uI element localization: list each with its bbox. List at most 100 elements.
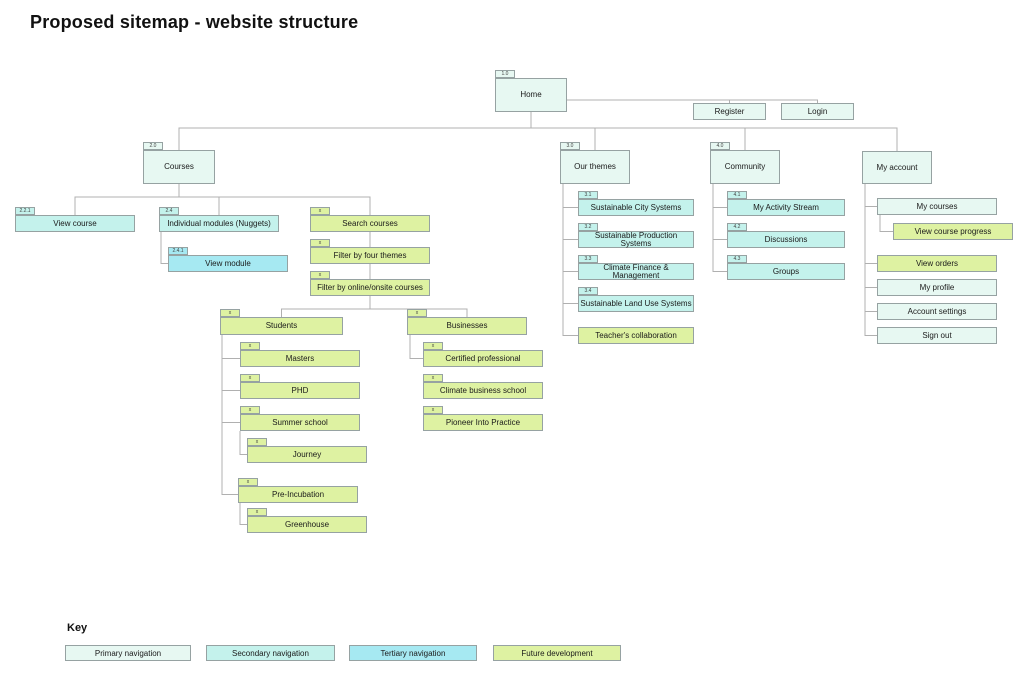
key-item-primary: Primary navigation bbox=[65, 645, 191, 661]
connector bbox=[562, 184, 578, 208]
node-discussions: Discussions bbox=[727, 231, 845, 248]
node-community: Community bbox=[710, 150, 780, 184]
key-item-secondary: Secondary navigation bbox=[206, 645, 335, 661]
node-register: Register bbox=[693, 103, 766, 120]
connector bbox=[221, 335, 240, 391]
node-journey: Journey bbox=[247, 446, 367, 463]
node-phd: PHD bbox=[240, 382, 360, 399]
page-number-tab: 2.0 bbox=[143, 142, 163, 150]
node-view-module: View module bbox=[168, 255, 288, 272]
page-number-tab: 3.1 bbox=[578, 191, 598, 199]
connector bbox=[879, 215, 893, 232]
page-number-tab: x bbox=[247, 508, 267, 516]
node-summer-school: Summer school bbox=[240, 414, 360, 431]
connector bbox=[239, 431, 247, 455]
node-students: Students bbox=[220, 317, 343, 335]
node-sustainable-land: Sustainable Land Use Systems bbox=[578, 295, 694, 312]
node-account-settings: Account settings bbox=[877, 303, 997, 320]
node-certified-professional: Certified professional bbox=[423, 350, 543, 367]
node-my-profile: My profile bbox=[877, 279, 997, 296]
connector bbox=[221, 335, 238, 495]
connector bbox=[864, 184, 877, 312]
node-sign-out: Sign out bbox=[877, 327, 997, 344]
node-view-course: View course bbox=[15, 215, 135, 232]
page-number-tab: x bbox=[240, 374, 260, 382]
connector bbox=[562, 184, 578, 336]
node-teachers-collaboration: Teacher's collaboration bbox=[578, 327, 694, 344]
node-courses: Courses bbox=[143, 150, 215, 184]
page-number-tab: x bbox=[310, 207, 330, 215]
connector bbox=[712, 184, 727, 240]
node-sustainable-city: Sustainable City Systems bbox=[578, 199, 694, 216]
key-item-future: Future development bbox=[493, 645, 621, 661]
node-greenhouse: Greenhouse bbox=[247, 516, 367, 533]
node-groups: Groups bbox=[727, 263, 845, 280]
key-item-tertiary: Tertiary navigation bbox=[349, 645, 477, 661]
node-individual-modules: Individual modules (Nuggets) bbox=[159, 215, 279, 232]
connector bbox=[221, 335, 240, 423]
page-number-tab: x bbox=[240, 342, 260, 350]
connector bbox=[409, 335, 423, 359]
page-number-tab: x bbox=[310, 239, 330, 247]
node-climate-finance: Climate Finance & Management bbox=[578, 263, 694, 280]
connector bbox=[712, 184, 727, 272]
page-number-tab: 4.3 bbox=[727, 255, 747, 263]
node-businesses: Businesses bbox=[407, 317, 527, 335]
page-number-tab: 1.0 bbox=[495, 70, 515, 78]
page-number-tab: 2.2.1 bbox=[15, 207, 35, 215]
page-number-tab: x bbox=[238, 478, 258, 486]
page-number-tab: 3.0 bbox=[560, 142, 580, 150]
node-login: Login bbox=[781, 103, 854, 120]
page-number-tab: x bbox=[310, 271, 330, 279]
page-number-tab: x bbox=[240, 406, 260, 414]
page-number-tab: 2.4.1 bbox=[168, 247, 188, 255]
node-pre-incubation: Pre-Incubation bbox=[238, 486, 358, 503]
page-number-tab: 4.1 bbox=[727, 191, 747, 199]
connector bbox=[281, 296, 371, 317]
connector bbox=[221, 335, 240, 359]
node-filter-online: Filter by online/onsite courses bbox=[310, 279, 430, 296]
node-activity-stream: My Activity Stream bbox=[727, 199, 845, 216]
connector bbox=[178, 184, 371, 215]
page-number-tab: 4.2 bbox=[727, 223, 747, 231]
connector bbox=[864, 184, 877, 264]
connector bbox=[712, 184, 727, 208]
node-view-orders: View orders bbox=[877, 255, 997, 272]
node-view-course-progress: View course progress bbox=[893, 223, 1013, 240]
page-number-tab: 4.0 bbox=[710, 142, 730, 150]
node-search-courses: Search courses bbox=[310, 215, 430, 232]
page-number-tab: x bbox=[423, 342, 443, 350]
page-number-tab: x bbox=[220, 309, 240, 317]
node-climate-business-school: Climate business school bbox=[423, 382, 543, 399]
node-filter-themes: Filter by four themes bbox=[310, 247, 430, 264]
page-number-tab: 2.4 bbox=[159, 207, 179, 215]
connector bbox=[864, 184, 877, 207]
connector bbox=[562, 184, 578, 304]
node-our-themes: Our themes bbox=[560, 150, 630, 184]
node-my-account: My account bbox=[862, 151, 932, 184]
page-number-tab: x bbox=[423, 374, 443, 382]
node-pioneer-into-practice: Pioneer Into Practice bbox=[423, 414, 543, 431]
connector bbox=[530, 112, 898, 151]
connector bbox=[562, 184, 578, 272]
page-number-tab: x bbox=[407, 309, 427, 317]
connector bbox=[562, 184, 578, 240]
connector bbox=[160, 232, 168, 264]
node-sustainable-production: Sustainable Production Systems bbox=[578, 231, 694, 248]
node-home: Home bbox=[495, 78, 567, 112]
page-number-tab: 3.2 bbox=[578, 223, 598, 231]
connector bbox=[178, 112, 532, 150]
connector bbox=[239, 503, 247, 525]
connector bbox=[864, 184, 877, 336]
node-my-courses: My courses bbox=[877, 198, 997, 215]
page-number-tab: x bbox=[247, 438, 267, 446]
page-number-tab: x bbox=[423, 406, 443, 414]
page-number-tab: 3.4 bbox=[578, 287, 598, 295]
page-title: Proposed sitemap - website structure bbox=[30, 12, 359, 32]
key-title: Key bbox=[67, 622, 88, 634]
connector bbox=[178, 184, 220, 215]
page-number-tab: 3.3 bbox=[578, 255, 598, 263]
node-masters: Masters bbox=[240, 350, 360, 367]
